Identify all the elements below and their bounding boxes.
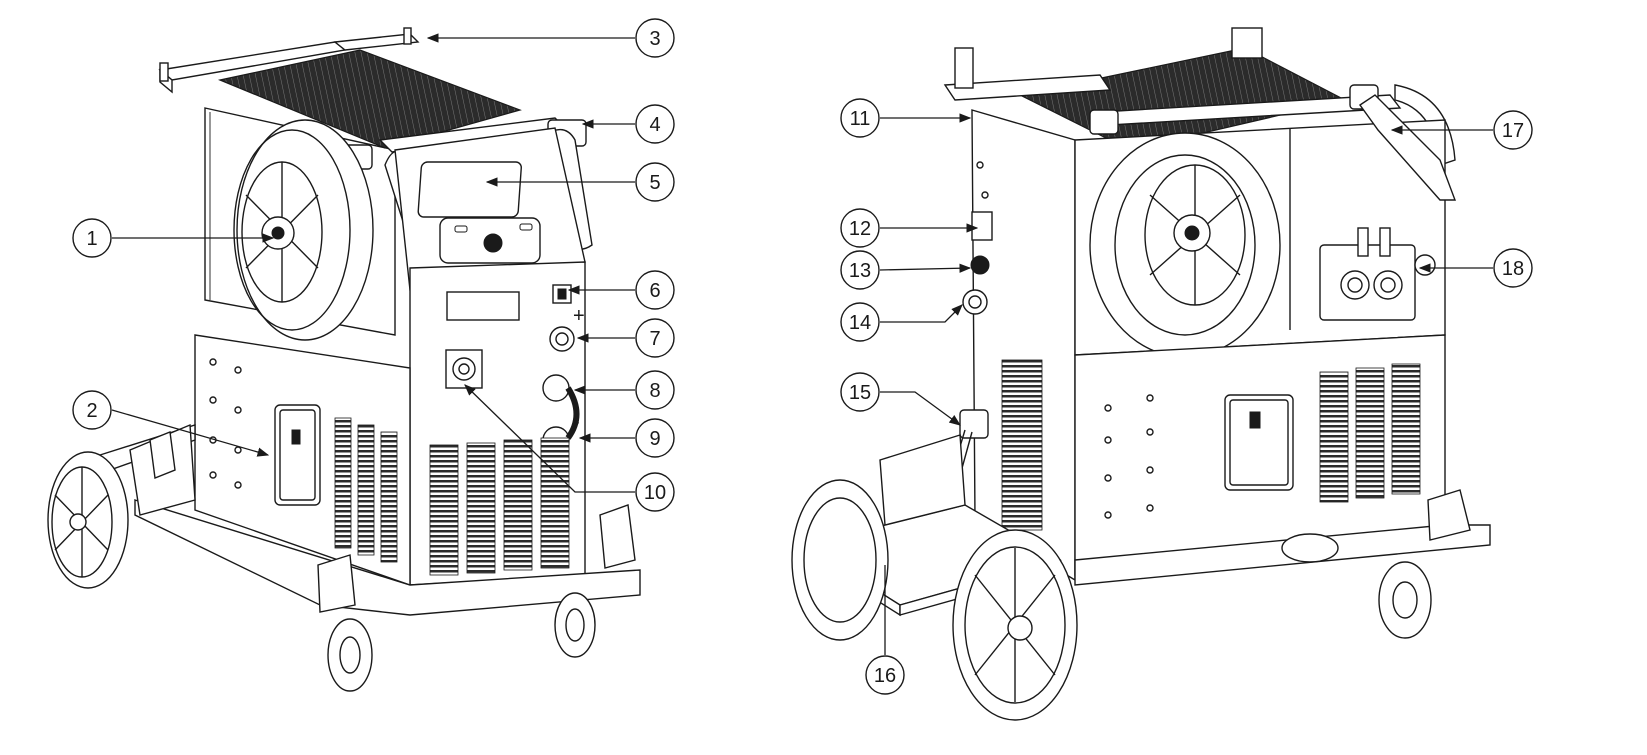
callout-17: 17 (1493, 110, 1533, 150)
rear-connector-13[interactable] (970, 255, 990, 275)
rear-fuse-14[interactable] (962, 289, 988, 315)
svg-text:11: 11 (850, 108, 871, 130)
rear-wheel-left-tray (791, 479, 889, 641)
svg-text:15: 15 (849, 382, 871, 404)
callout-10: 10 (635, 472, 675, 512)
svg-text:8: 8 (649, 380, 660, 402)
callout-4: 4 (635, 104, 675, 144)
socket-positive[interactable] (549, 326, 575, 352)
socket-torch[interactable] (542, 374, 570, 402)
rear-grill (1001, 359, 1043, 531)
callout-18: 18 (1493, 248, 1533, 288)
side-access-hatch[interactable] (274, 404, 321, 506)
callout-3: 3 (635, 18, 675, 58)
svg-text:4: 4 (649, 114, 660, 136)
welder-rear-view (791, 27, 1491, 721)
cable-jumper (565, 386, 580, 440)
callout-15: 15 (840, 372, 880, 412)
callout-leaders (111, 33, 1493, 655)
wire-spool-left (236, 119, 374, 341)
svg-text:2: 2 (86, 400, 97, 422)
svg-text:18: 18 (1502, 258, 1524, 280)
svg-text:17: 17 (1502, 120, 1524, 142)
welder-front-view: + - (47, 27, 641, 692)
svg-text:3: 3 (649, 28, 660, 50)
rear-socket-12 (971, 211, 993, 241)
callout-13: 13 (840, 250, 880, 290)
top-heatsink (217, 49, 522, 149)
caster-front-right (554, 592, 596, 658)
svg-text:13: 13 (849, 260, 871, 282)
svg-text:10: 10 (644, 482, 666, 504)
callout-9: 9 (635, 418, 675, 458)
svg-text:14: 14 (849, 312, 871, 334)
callout-1: 1 (72, 218, 112, 258)
svg-text:5: 5 (649, 172, 660, 194)
feeder-cover-17 (1359, 94, 1457, 201)
callout-14: 14 (840, 302, 880, 342)
callout-bubbles: 1 2 3 4 5 6 7 8 9 10 11 12 13 14 15 16 1… (72, 18, 1533, 695)
callout-8: 8 (635, 370, 675, 410)
svg-text:7: 7 (649, 328, 660, 350)
rear-access-hatch[interactable] (1224, 394, 1294, 491)
callout-5: 5 (635, 162, 675, 202)
svg-text:12: 12 (849, 218, 871, 240)
callout-16: 16 (865, 655, 905, 695)
callout-12: 12 (840, 208, 880, 248)
control-display-screen (417, 161, 522, 218)
rear-wheel-left (47, 451, 129, 589)
svg-text:9: 9 (649, 428, 660, 450)
callout-6: 6 (635, 270, 675, 310)
plus-sign: + (573, 305, 585, 327)
callout-7: 7 (635, 318, 675, 358)
callout-11: 11 (840, 98, 880, 138)
svg-text:1: 1 (86, 228, 97, 250)
caster-rear (1378, 561, 1432, 639)
svg-text:6: 6 (649, 280, 660, 302)
caster-front-left (327, 618, 373, 692)
control-knob[interactable] (483, 233, 503, 253)
callout-2: 2 (72, 390, 112, 430)
svg-text:16: 16 (874, 665, 896, 687)
